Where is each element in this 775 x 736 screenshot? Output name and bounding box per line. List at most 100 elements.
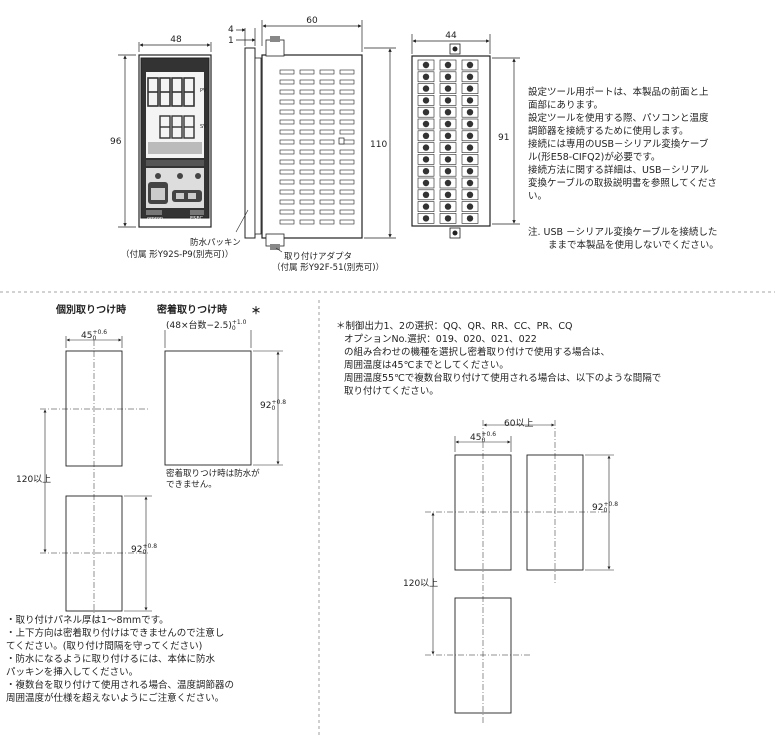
side-height-dim: 110 [364,47,396,239]
side-dim-1: 1 [228,36,234,46]
gang-mark: ＊ [251,306,261,317]
vent-slot [279,159,295,165]
tol-upper: +0.8 [271,399,287,406]
usb-note-line: ままで本製品を使用しないでください。 [548,240,719,251]
bullet-line: てください。(取り付け間隔を守ってください) [6,641,203,652]
vent-slot [319,109,335,115]
gasket-label: 防水パッキン [190,238,241,248]
terminal-screw [422,120,430,128]
rear-width-value: 44 [445,31,457,41]
vent-slot [279,169,295,175]
vent-slot [279,129,295,135]
terminal-screw [466,203,474,210]
h92-value: 92 [131,545,143,555]
terminal-screw [444,85,452,92]
tol-lower: 0 [603,507,608,514]
vent-slot [279,219,295,225]
vent-slot [299,129,315,135]
terminal-screw [444,109,452,116]
vent-slot [299,209,315,215]
vent-slot [279,139,295,145]
port-note-line: 接続には専用のUSB－シリアル変換ケーブ [528,139,709,150]
vent-slot [339,189,355,195]
terminal-screw [466,156,474,163]
vent-slot [339,109,355,115]
model-label: E5EC [190,216,203,222]
front-view: PV SV omron E5EC [138,54,212,228]
bullet-line: ・上下方向は密着取り付けはできませんので注意し [6,628,225,639]
vent-slot [279,209,295,215]
vent-slot [279,119,295,125]
port-note-line: ル(形E58-CIFQ2)が必要です。 [528,152,661,163]
bullet-line: ・防水になるように取り付けるには、本体に防水 [6,654,216,665]
vent-slot [319,139,335,145]
terminal-screw [444,215,452,222]
vent-slot [299,119,315,125]
vent-slot [319,209,335,215]
vent-slot [279,79,295,85]
tol-lower: 0 [271,405,276,412]
h92-value: 92 [592,503,604,513]
port-note-line: 面部にあります。 [528,100,604,111]
terminal-screw [466,168,474,175]
vent-slot [339,69,355,75]
vent-slot [339,169,355,175]
vent-slot [299,89,315,95]
vent-slot [299,139,315,145]
w45-value: 45 [81,331,93,341]
vent-slot [339,89,355,95]
terminal-screw [422,132,430,139]
terminal-screw [466,144,474,151]
side-dim-4: 4 [228,25,234,35]
vent-slot [319,159,335,165]
vent-slot [339,209,355,215]
tol-upper: +0.6 [92,329,108,336]
terminal-screw [444,97,452,104]
terminal-screw [444,168,452,175]
terminal-screw [466,73,474,81]
h92-value: 92 [260,401,272,411]
terminal-screw [422,215,430,222]
vent-slot [339,199,355,205]
side-callout-lines [235,209,283,253]
vent-slot [279,69,295,75]
pv-label: PV [200,88,207,94]
vent-slot [339,179,355,185]
terminal-screw [444,191,452,198]
tol-upper: +0.8 [142,543,158,550]
terminal-screw [444,203,452,210]
port-note-line: 設定ツールを使用する際、パソコンと温度 [528,113,709,124]
vent-slot [319,149,335,155]
w45-value: 45 [470,433,482,443]
vent-slot [299,189,315,195]
terminal-screw [466,215,474,222]
side-top-dims: 4 1 60 [228,16,363,52]
terminal-screw [422,85,430,92]
port-notes: 設定ツール用ポートは、本製品の前面と上面部にあります。設定ツールを使用する際、パ… [528,86,768,203]
rear-height-dim: 91 [492,57,520,225]
bullet-line: パッキンを挿入してください。 [6,667,139,678]
vent-slot [319,79,335,85]
terminal-screw [444,61,452,69]
vent-slot [299,109,315,115]
vent-slot [319,99,335,105]
vent-slot [299,149,315,155]
star-note-line: の組み合わせの機種を選択し密着取り付けで使用する場合は、 [344,347,611,358]
vent-slot [339,99,355,105]
vent-slot [339,219,355,225]
terminal-screw [422,109,430,116]
gap-120-label: 120以上 [16,475,52,485]
tol-upper: +0.8 [603,501,619,508]
vent-slot [279,109,295,115]
vent-slot [319,129,335,135]
side-view [244,36,363,250]
terminal-screw [422,144,430,151]
tol-upper: +1.0 [231,319,247,326]
terminal-screw [444,120,452,128]
vent-slot [299,79,315,85]
